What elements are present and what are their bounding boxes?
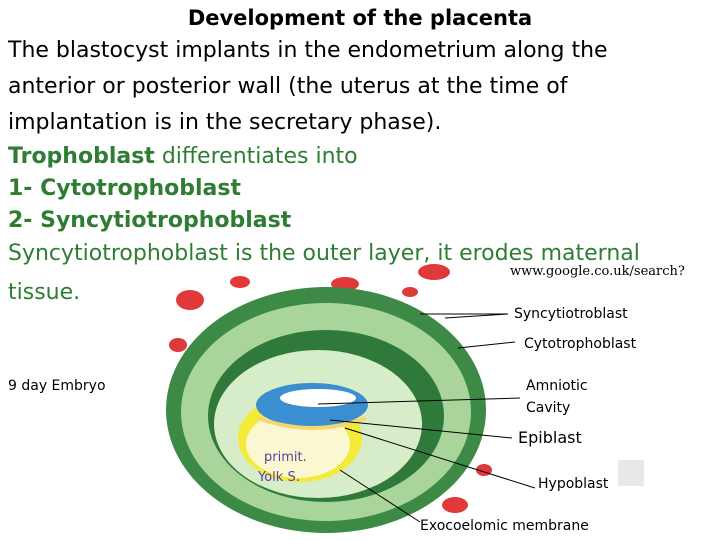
label-exocoelomic-membrane: Exocoelomic membrane: [420, 518, 589, 534]
source-url[interactable]: www.google.co.uk/search?: [510, 264, 685, 279]
label-syncytiotroblast: Syncytiotroblast: [514, 306, 628, 322]
label-epiblast: Epiblast: [518, 428, 582, 447]
hypoblast-layer: [257, 416, 367, 430]
paragraph-line: tissue.: [8, 280, 81, 305]
grey-square: [618, 460, 644, 486]
page-title: Development of the placenta: [187, 6, 533, 30]
trophoblast-term: Trophoblast: [8, 144, 155, 169]
amniotic-cavity: [280, 389, 356, 407]
pointer-epiblast: [329, 419, 513, 439]
pointer-hypoblast: [344, 427, 536, 489]
label-primit: primit.: [264, 450, 307, 465]
list-item: 2- Syncytiotrophoblast: [8, 208, 292, 233]
label-hypoblast: Hypoblast: [538, 476, 609, 492]
label-amniotic: Amniotic: [526, 378, 588, 394]
list-item: 1- Cytotrophoblast: [8, 176, 241, 201]
pointer-lines: [317, 313, 536, 523]
paragraph-line: Syncytiotrophoblast is the outer layer, …: [8, 241, 640, 266]
paragraph-line: anterior or posterior wall (the uterus a…: [8, 74, 568, 99]
pointer-exocoelomic: [339, 469, 421, 523]
pointer-syncytio-tail: [444, 313, 509, 319]
label-9-day-embryo: 9 day Embryo: [8, 378, 106, 394]
pointer-cyto: [457, 341, 516, 349]
paragraph-line: The blastocyst implants in the endometri…: [8, 38, 608, 63]
trophoblast-rest: differentiates into: [154, 144, 358, 169]
pointer-amniotic: [317, 397, 521, 405]
label-cytotrophoblast: Cytotrophoblast: [524, 336, 637, 352]
paragraph-line: implantation is in the secretary phase).: [8, 110, 442, 135]
maternal-tissue: [169, 264, 492, 513]
label-cavity: Cavity: [526, 400, 571, 416]
label-yolk: Yolk S.: [258, 470, 300, 485]
paragraph-line: Trophoblast differentiates into: [8, 142, 358, 172]
